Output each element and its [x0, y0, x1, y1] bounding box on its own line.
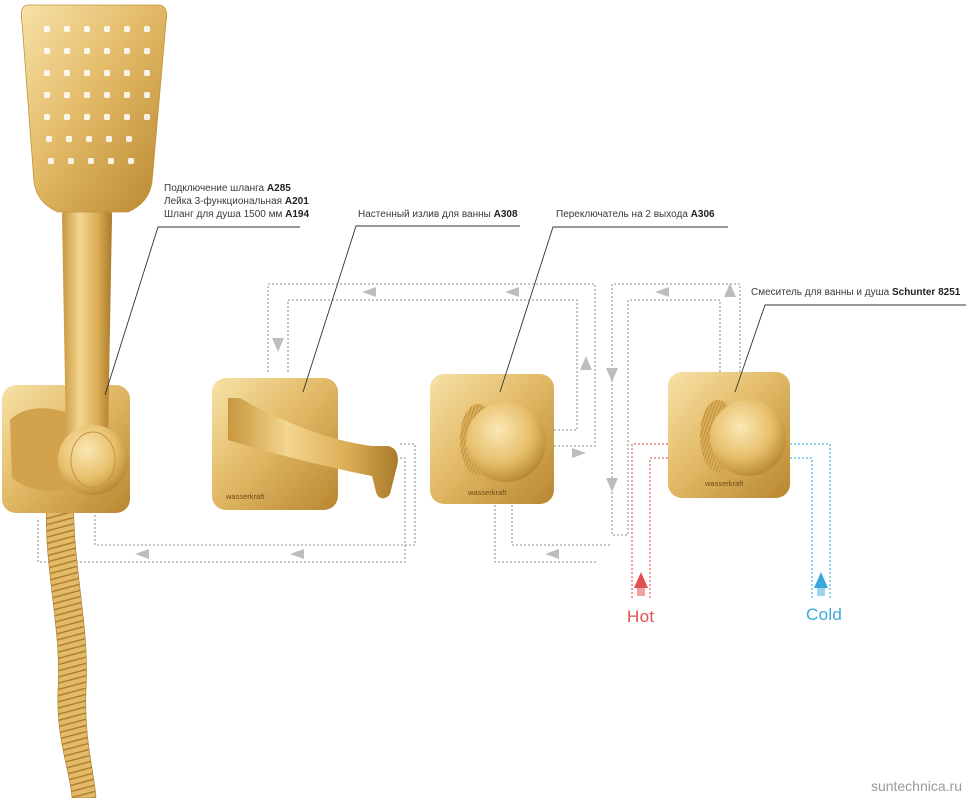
hand-shower	[2, 4, 168, 799]
bath-spout: wasserkraft	[212, 378, 398, 510]
spray-nozzle	[84, 70, 90, 76]
cold-label: Cold	[806, 605, 843, 624]
spray-nozzle	[104, 70, 110, 76]
arrow-up-cold-icon	[814, 572, 828, 588]
spray-nozzle	[124, 48, 130, 54]
leader-spout	[302, 225, 520, 393]
spray-nozzle	[44, 48, 50, 54]
shower-head	[20, 4, 168, 213]
arrow-left-icon	[505, 287, 519, 297]
spray-nozzle	[44, 92, 50, 98]
spray-nozzle	[128, 158, 134, 164]
pipe-shower-bus-1	[94, 443, 416, 546]
callout-diverter: Переключатель на 2 выхода A306	[556, 209, 715, 220]
spray-nozzle	[44, 26, 50, 32]
spray-nozzle	[124, 92, 130, 98]
arrow-left-icon	[290, 549, 304, 559]
pipe-mixer-loop	[612, 299, 721, 536]
pipe-cold-supply	[790, 443, 831, 600]
arrow-down-icon	[606, 368, 618, 382]
diverter-knob	[466, 402, 546, 482]
spout-body	[228, 398, 398, 499]
pipe-shower-bus-2	[37, 457, 406, 563]
spray-nozzle	[84, 26, 90, 32]
arrow-down-icon	[272, 338, 284, 352]
spray-nozzles	[44, 26, 150, 164]
spray-nozzle	[144, 92, 150, 98]
spray-nozzle	[48, 158, 54, 164]
spray-nozzle	[64, 48, 70, 54]
spray-nozzle	[144, 70, 150, 76]
spray-nozzle	[144, 48, 150, 54]
arrow-left-icon	[655, 287, 669, 297]
spray-nozzle	[84, 92, 90, 98]
pipe-diverter-bottom-2	[494, 505, 598, 563]
leader-diverter	[499, 226, 728, 393]
spray-nozzle	[64, 26, 70, 32]
leader-handshower	[104, 226, 300, 396]
callout-leaders	[104, 225, 966, 396]
spray-nozzle	[104, 48, 110, 54]
spray-nozzle	[84, 48, 90, 54]
watermark: suntechnica.ru	[870, 778, 962, 794]
spray-nozzle	[144, 26, 150, 32]
callout-spout: Настенный излив для ванны A308	[358, 209, 518, 220]
spray-nozzle	[124, 26, 130, 32]
spray-nozzle	[124, 70, 130, 76]
spray-nozzle	[88, 158, 94, 164]
brand-logo-spout: wasserkraft	[225, 492, 265, 501]
arrow-right-icon	[572, 448, 586, 458]
leader-mixer	[734, 304, 966, 393]
spray-nozzle	[66, 136, 72, 142]
holder-knob	[58, 425, 128, 495]
callout-handshower-line-3: Шланг для душа 1500 мм A194	[164, 209, 310, 220]
spray-nozzle	[144, 114, 150, 120]
pipe-diverter-bottom	[511, 505, 612, 546]
spray-nozzle	[64, 70, 70, 76]
callout-mixer: Смеситель для ванны и душа Schunter 8251	[751, 287, 961, 298]
arrow-up-hot-icon	[634, 572, 648, 588]
arrow-up-icon	[580, 356, 592, 370]
spray-nozzle	[84, 114, 90, 120]
spray-nozzle	[44, 114, 50, 120]
callout-handshower-line-2: Лейка 3-функциональная A201	[164, 196, 309, 207]
arrow-left-icon	[135, 549, 149, 559]
shower-hose	[45, 479, 97, 799]
hot-label: Hot	[627, 607, 655, 626]
pipe-hot-supply	[631, 443, 668, 600]
shower-handle	[62, 203, 112, 455]
spray-nozzle	[68, 158, 74, 164]
arrow-left-icon	[545, 549, 559, 559]
spray-nozzle	[64, 114, 70, 120]
spray-nozzle	[64, 92, 70, 98]
spray-nozzle	[104, 92, 110, 98]
pipe-top-inner	[287, 299, 578, 431]
brand-logo-mixer: wasserkraft	[704, 479, 744, 488]
spray-nozzle	[108, 158, 114, 164]
arrow-up-icon	[724, 283, 736, 297]
spray-nozzle	[104, 114, 110, 120]
thermostat-mixer: wasserkraft	[668, 372, 790, 498]
mixer-knob	[710, 400, 786, 476]
spray-nozzle	[86, 136, 92, 142]
pipe-top-outer	[267, 283, 596, 447]
spray-nozzle	[106, 136, 112, 142]
arrow-down-icon	[606, 478, 618, 492]
spray-nozzle	[104, 26, 110, 32]
pipe-mixer-loop-outer	[611, 283, 741, 535]
flow-arrows	[135, 283, 828, 596]
brand-logo-diverter: wasserkraft	[467, 488, 507, 497]
pipe-network	[37, 283, 831, 600]
callout-handshower: Подключение шланга A285 Лейка 3-функцион…	[164, 182, 309, 221]
spray-nozzle	[46, 136, 52, 142]
arrow-left-icon	[362, 287, 376, 297]
spray-nozzle	[44, 70, 50, 76]
spray-nozzle	[124, 114, 130, 120]
spray-nozzle	[126, 136, 132, 142]
callout-handshower-line-1: Подключение шланга A285	[164, 183, 291, 194]
diverter-valve: wasserkraft	[430, 374, 554, 504]
